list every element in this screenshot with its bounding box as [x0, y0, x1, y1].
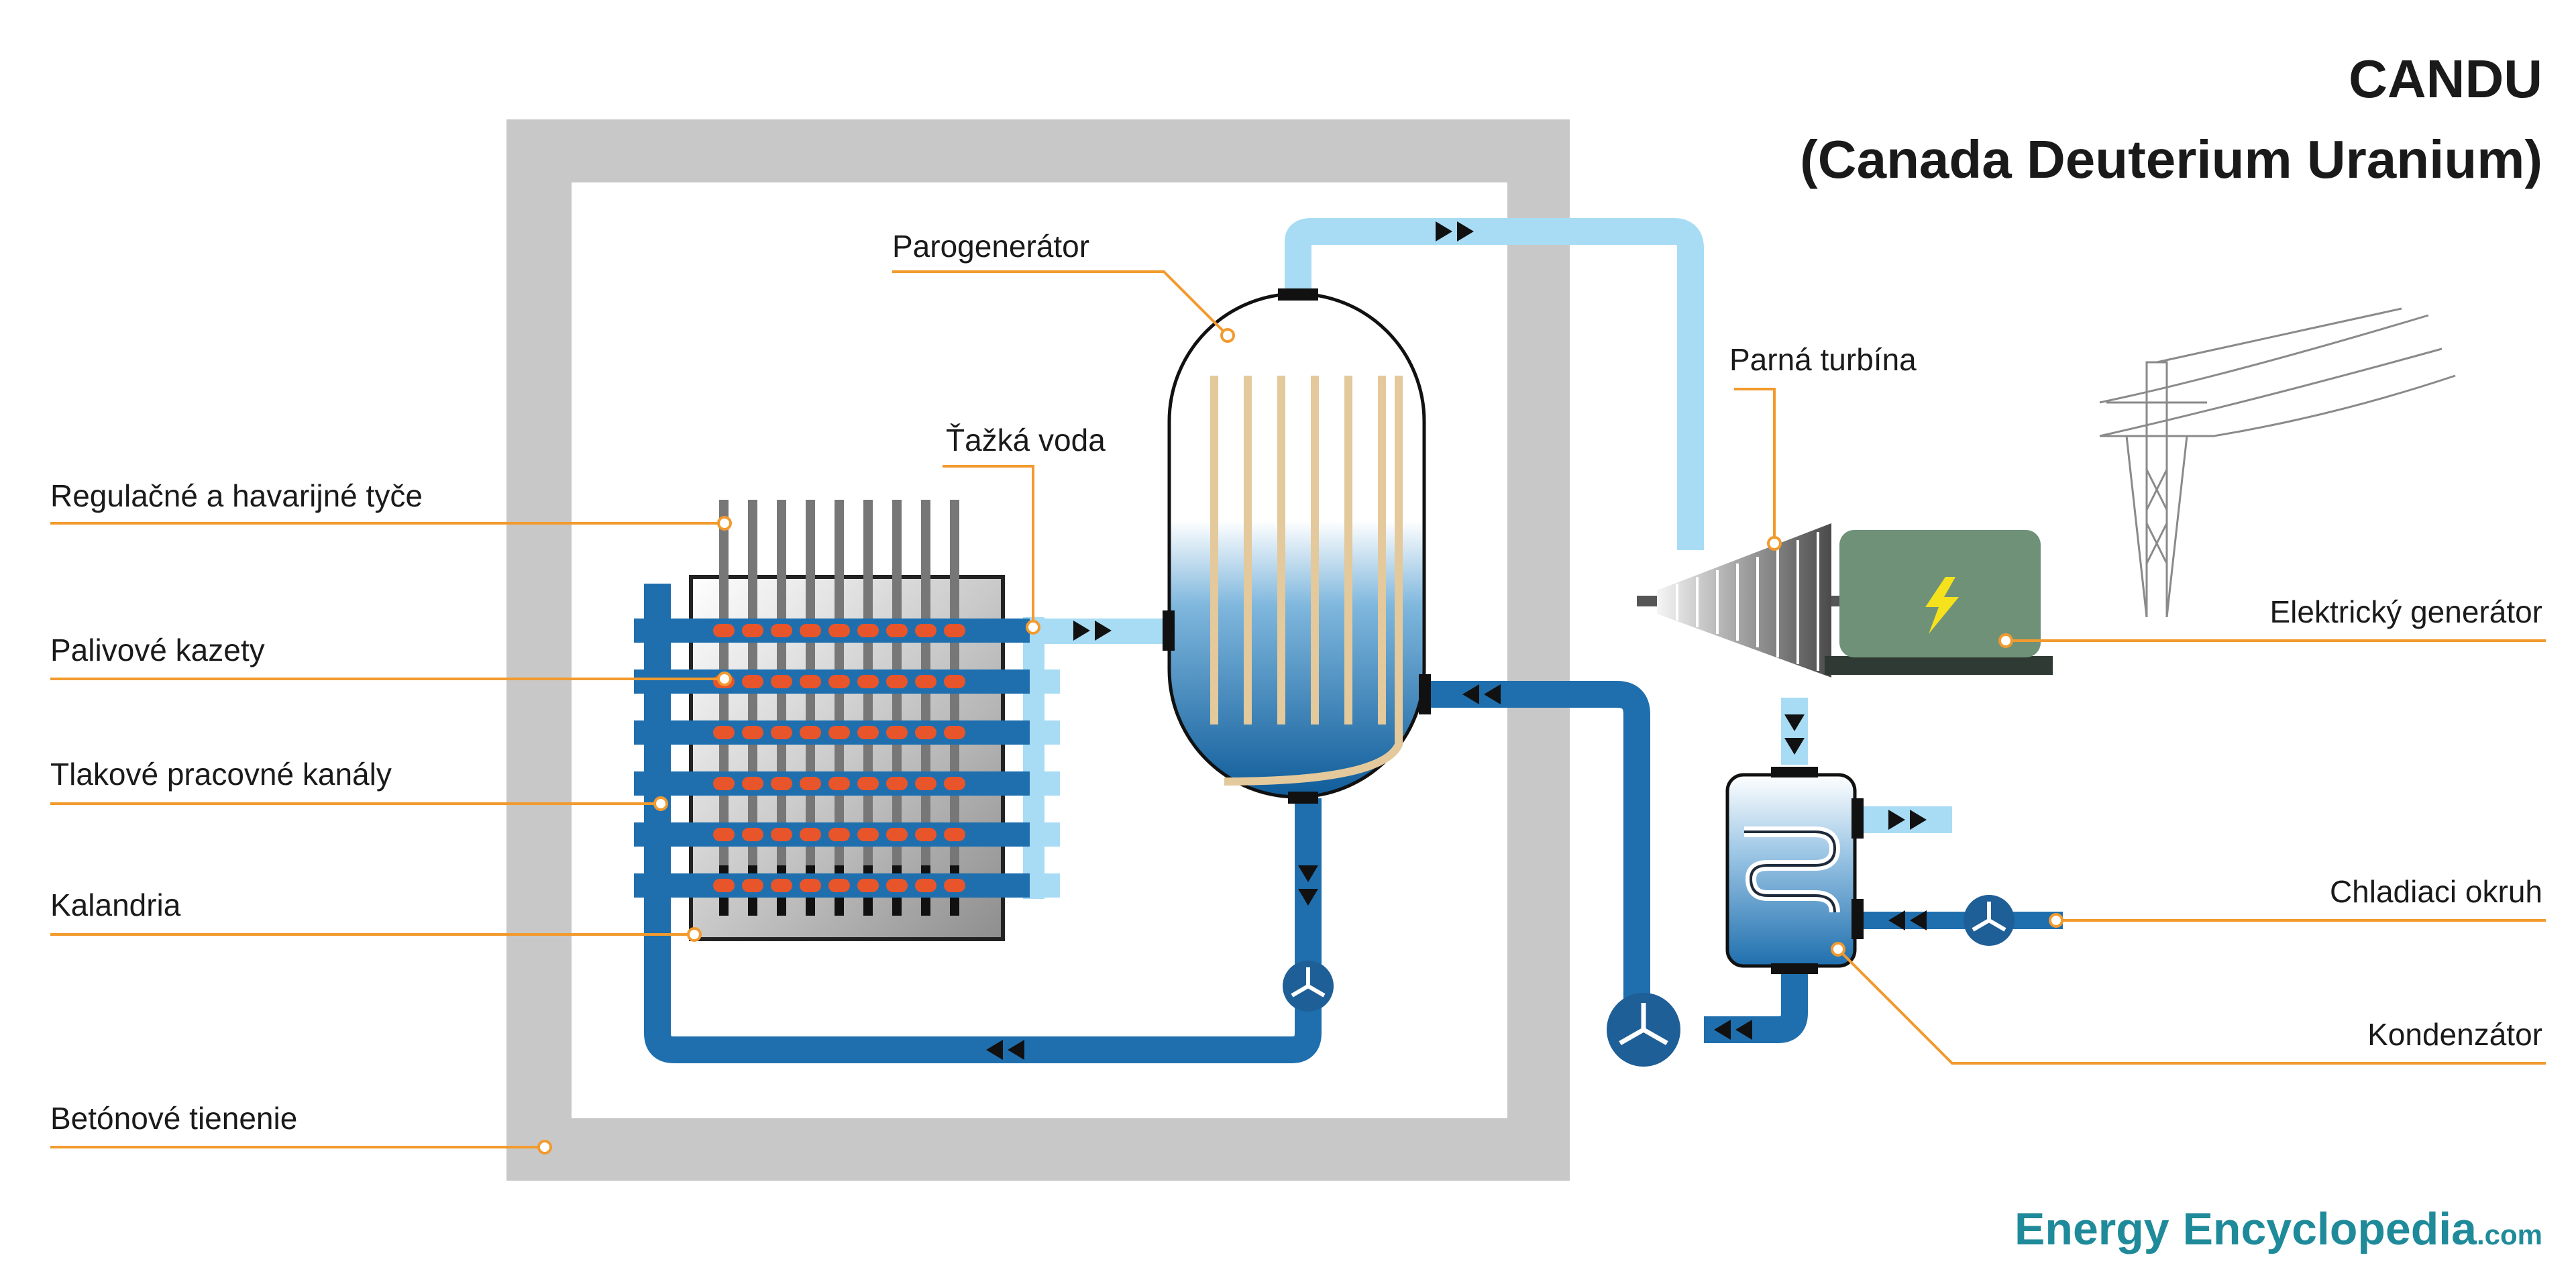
label-generator: Elektrický generátor: [2270, 594, 2543, 629]
label-fuel-bundles: Palivové kazety: [50, 633, 265, 667]
label-steam-generator: Parogenerátor: [892, 229, 1089, 264]
steam-generator: [1163, 288, 1431, 804]
title-line-1: CANDU: [2349, 49, 2542, 109]
brand-suffix: .com: [2477, 1219, 2542, 1250]
flow-arrows: [986, 221, 1927, 1060]
label-steam-turbine: Parná turbína: [1729, 342, 1917, 377]
label-concrete-shield: Betónové tienenie: [50, 1101, 297, 1136]
label-control-rods: Regulačné a havarijné tyče: [50, 478, 423, 513]
lightning-bolt-icon: [1925, 577, 1959, 634]
power-pylon-icon: [2099, 307, 2456, 618]
label-cooling-circuit: Chladiaci okruh: [2330, 874, 2542, 909]
steam-generator-tubes: [1210, 376, 1403, 786]
steam-turbine: [1637, 523, 1858, 678]
title-line-2: (Canada Deuterium Uranium): [1800, 129, 2542, 189]
leader-lines: [50, 270, 2546, 1155]
label-calandria: Kalandria: [50, 888, 181, 922]
label-pressure-tubes: Tlakové pracovné kanály: [50, 757, 392, 792]
pump-cooling-icon: [1964, 895, 2015, 946]
label-condenser: Kondenzátor: [2367, 1017, 2542, 1052]
label-heavy-water: Ťažká voda: [946, 423, 1106, 458]
fuel-bundles: [713, 624, 965, 892]
electric-generator: [1825, 530, 2053, 675]
brand-logo: Energy Encyclopedia.com: [2015, 1203, 2542, 1254]
brand-word-2: Encyclopedia: [2183, 1203, 2478, 1254]
pump-condensate-icon: [1607, 993, 1680, 1067]
brand-word-1: Energy: [2015, 1203, 2169, 1254]
control-rods: [719, 500, 959, 916]
pump-primary-icon: [1283, 961, 1334, 1012]
condenser: [1725, 767, 1864, 974]
